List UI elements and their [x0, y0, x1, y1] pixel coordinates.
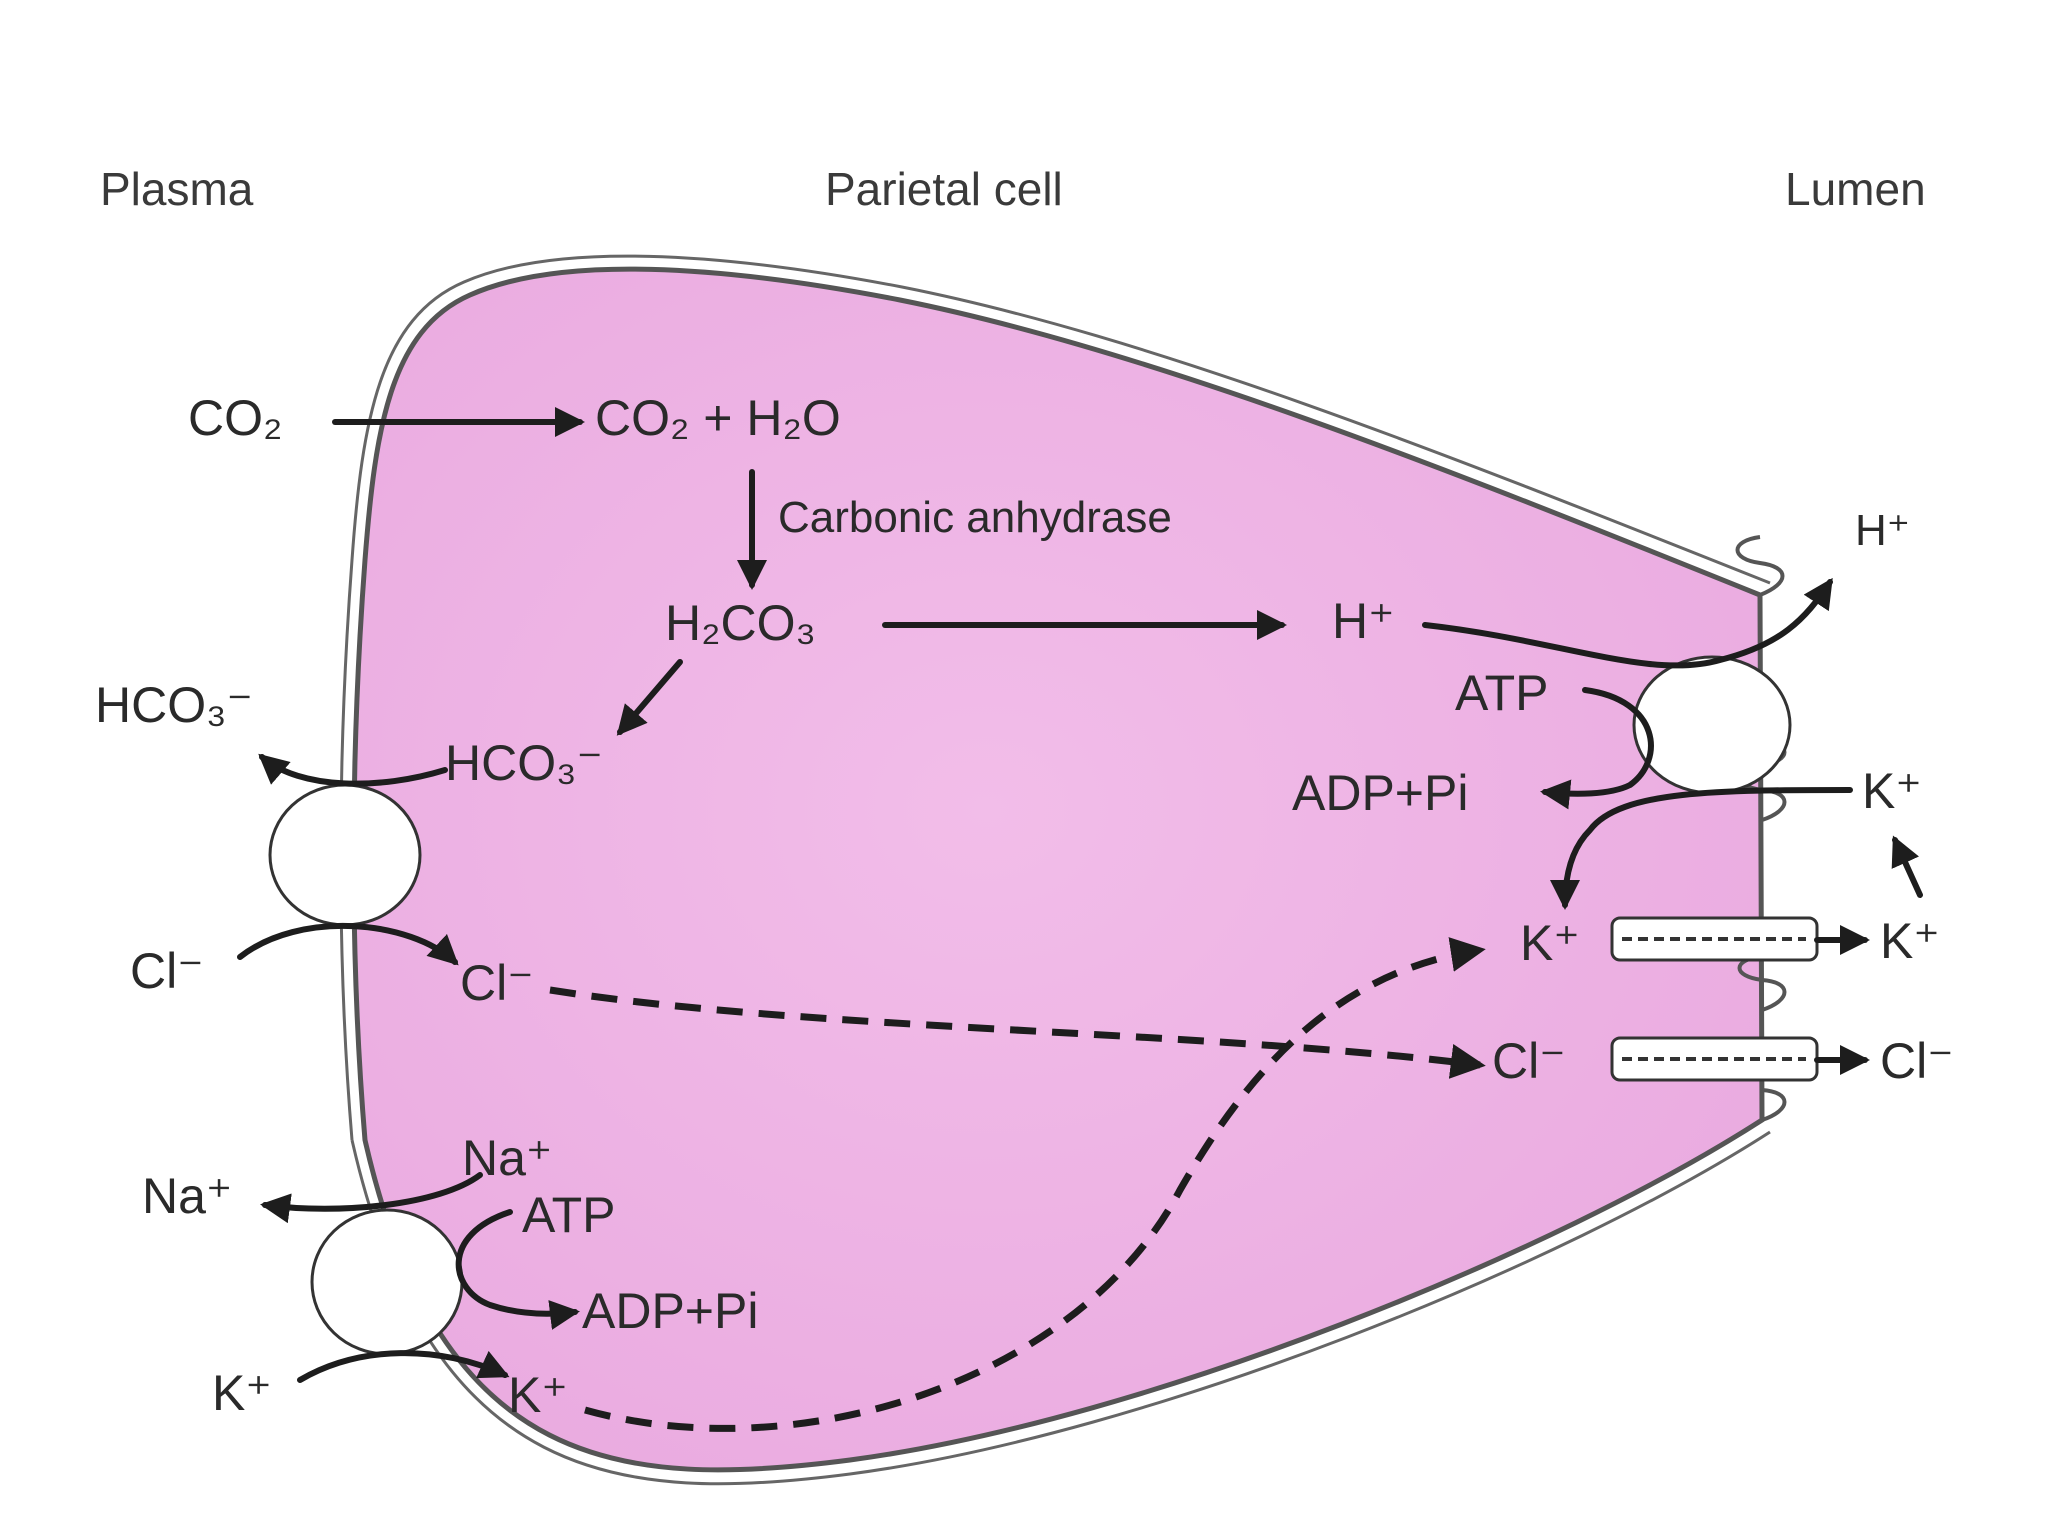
h-lumen-label: H⁺: [1855, 506, 1910, 555]
hco3-cl-exchanger: [268, 783, 422, 927]
k-lumen-top-label: K⁺: [1862, 763, 1922, 819]
hco3-plasma-label: HCO₃⁻: [95, 677, 253, 733]
k-lumen-up-arrow: [1891, 835, 1923, 898]
cl-entry-arrow: [237, 922, 459, 966]
basolateral-atp-label: ATP: [522, 1187, 616, 1243]
cl-channel: [1610, 1036, 1819, 1082]
na-cell-label: Na⁺: [462, 1130, 552, 1186]
cl-cell-label: Cl⁻: [460, 955, 534, 1011]
cl-lumen-label: Cl⁻: [1880, 1033, 1954, 1089]
co2-h2o-label: CO₂ + H₂O: [595, 390, 841, 446]
hco3-exit-arrow: [258, 753, 448, 787]
h2co3-to-hco3-arrow: [616, 659, 683, 736]
cell-membrane-bottom: [350, 1130, 1771, 1486]
cl-plasma-label: Cl⁻: [130, 943, 204, 999]
parietal-cell-header: Parietal cell: [825, 163, 1063, 215]
cl-transport-path: [549, 986, 1486, 1079]
h-exit-arrow: [1422, 577, 1833, 669]
basolateral-atp-arrow: [455, 1209, 580, 1330]
k-reuptake-arrow: [1550, 787, 1853, 910]
apical-atp-label: ATP: [1455, 665, 1549, 721]
h-cell-label: H⁺: [1332, 593, 1395, 649]
basolateral-adp-label: ADP+Pi: [582, 1283, 758, 1339]
h-k-atpase: [1632, 655, 1792, 795]
cell-membrane-outer: [339, 254, 1771, 1141]
carbonic-anhydrase-label: Carbonic anhydrase: [778, 493, 1172, 542]
cell-body: [351, 266, 1765, 1473]
lumen-header: Lumen: [1785, 163, 1926, 215]
k-lumen-label: K⁺: [1880, 913, 1940, 969]
apical-adp-label: ADP+Pi: [1292, 765, 1468, 821]
na-exit-arrow: [260, 1172, 483, 1224]
cl-apical-cell-label: Cl⁻: [1492, 1033, 1566, 1089]
hco3-cell-label: HCO₃⁻: [445, 735, 603, 791]
k-channel: [1610, 916, 1819, 962]
k-plasma-label: K⁺: [212, 1365, 272, 1421]
h2co3-label: H₂CO₃: [665, 595, 816, 651]
co2-plasma-label: CO₂: [188, 390, 282, 446]
plasma-header: Plasma: [100, 163, 254, 215]
na-k-atpase: [310, 1208, 464, 1356]
na-plasma-label: Na⁺: [142, 1168, 232, 1224]
k-cell-label: K⁺: [508, 1367, 568, 1423]
apical-atp-arrow: [1540, 687, 1654, 810]
k-transport-path: [584, 937, 1486, 1432]
k-apical-cell-label: K⁺: [1520, 915, 1580, 971]
k-entry-arrow: [297, 1350, 510, 1383]
